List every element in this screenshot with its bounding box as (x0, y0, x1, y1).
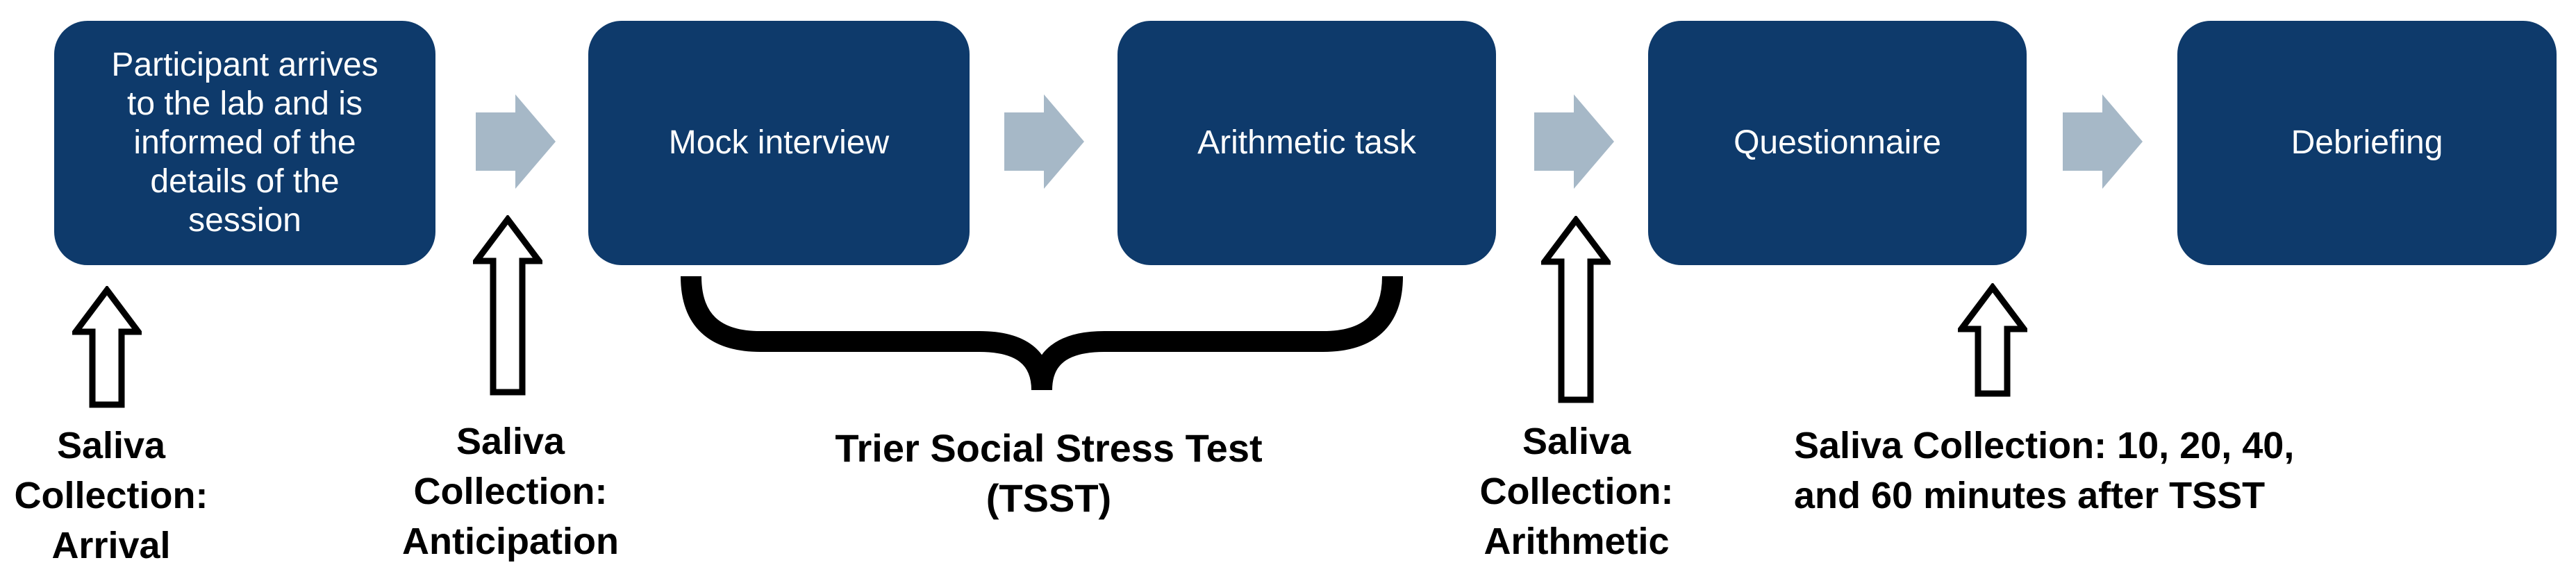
saliva-label-arithmetic-line3: Arithmetic (1484, 521, 1670, 562)
saliva-marker-up-arrow-icon-3 (1541, 216, 1611, 403)
saliva-label-arrival-line1: Saliva (56, 425, 166, 466)
flow-right-arrow-icon-1 (476, 94, 556, 189)
tsst-brace-icon (681, 276, 1403, 391)
saliva-label-arrival: Saliva Collection: Arrival (0, 421, 285, 571)
tsst-brace-label-line1: Trier Social Stress Test (835, 426, 1263, 470)
flow-right-arrow-icon-4 (2063, 94, 2143, 189)
saliva-label-anticipation-line2: Collection: (413, 471, 608, 512)
step-box-questionnaire: Questionnaire (1648, 21, 2027, 265)
step-box-arithmetic-task: Arithmetic task (1117, 21, 1496, 265)
saliva-label-anticipation: Saliva Collection: Anticipation (337, 416, 684, 566)
saliva-label-arrival-line3: Arrival (51, 525, 171, 566)
step-box-debriefing: Debriefing (2177, 21, 2557, 265)
saliva-label-arrival-line2: Collection: (14, 475, 208, 516)
tsst-brace-label-line2: (TSST) (986, 476, 1112, 520)
step-box-mock-interview: Mock interview (588, 21, 970, 265)
saliva-marker-up-arrow-icon-2 (473, 215, 542, 396)
step-box-debriefing-label: Debriefing (2291, 124, 2443, 161)
saliva-label-post-tsst-line1: Saliva Collection: 10, 20, 40, (1794, 425, 2295, 466)
saliva-label-arithmetic-line2: Collection: (1479, 471, 1674, 512)
flow-right-arrow-icon-2 (1004, 94, 1084, 189)
saliva-marker-up-arrow-icon-4 (1958, 283, 2027, 397)
step-box-arithmetic-task-label: Arithmetic task (1197, 124, 1416, 161)
tsst-brace-label: Trier Social Stress Test (TSST) (771, 423, 1327, 523)
saliva-marker-up-arrow-icon-1 (72, 286, 142, 408)
step-box-arrival: Participant arrives to the lab and is in… (54, 21, 435, 265)
step-box-questionnaire-label: Questionnaire (1734, 124, 1941, 161)
step-box-arrival-label: Participant arrives to the lab and is in… (111, 47, 379, 239)
step-box-mock-interview-label: Mock interview (668, 124, 890, 161)
saliva-label-arithmetic: Saliva Collection: Arithmetic (1403, 416, 1750, 566)
saliva-label-anticipation-line1: Saliva (456, 421, 565, 462)
flow-right-arrow-icon-3 (1534, 94, 1614, 189)
saliva-label-arithmetic-line1: Saliva (1522, 421, 1631, 462)
saliva-label-post-tsst-line2: and 60 minutes after TSST (1794, 475, 2266, 516)
saliva-label-post-tsst: Saliva Collection: 10, 20, 40, and 60 mi… (1794, 421, 2419, 521)
saliva-label-anticipation-line3: Anticipation (402, 521, 619, 562)
